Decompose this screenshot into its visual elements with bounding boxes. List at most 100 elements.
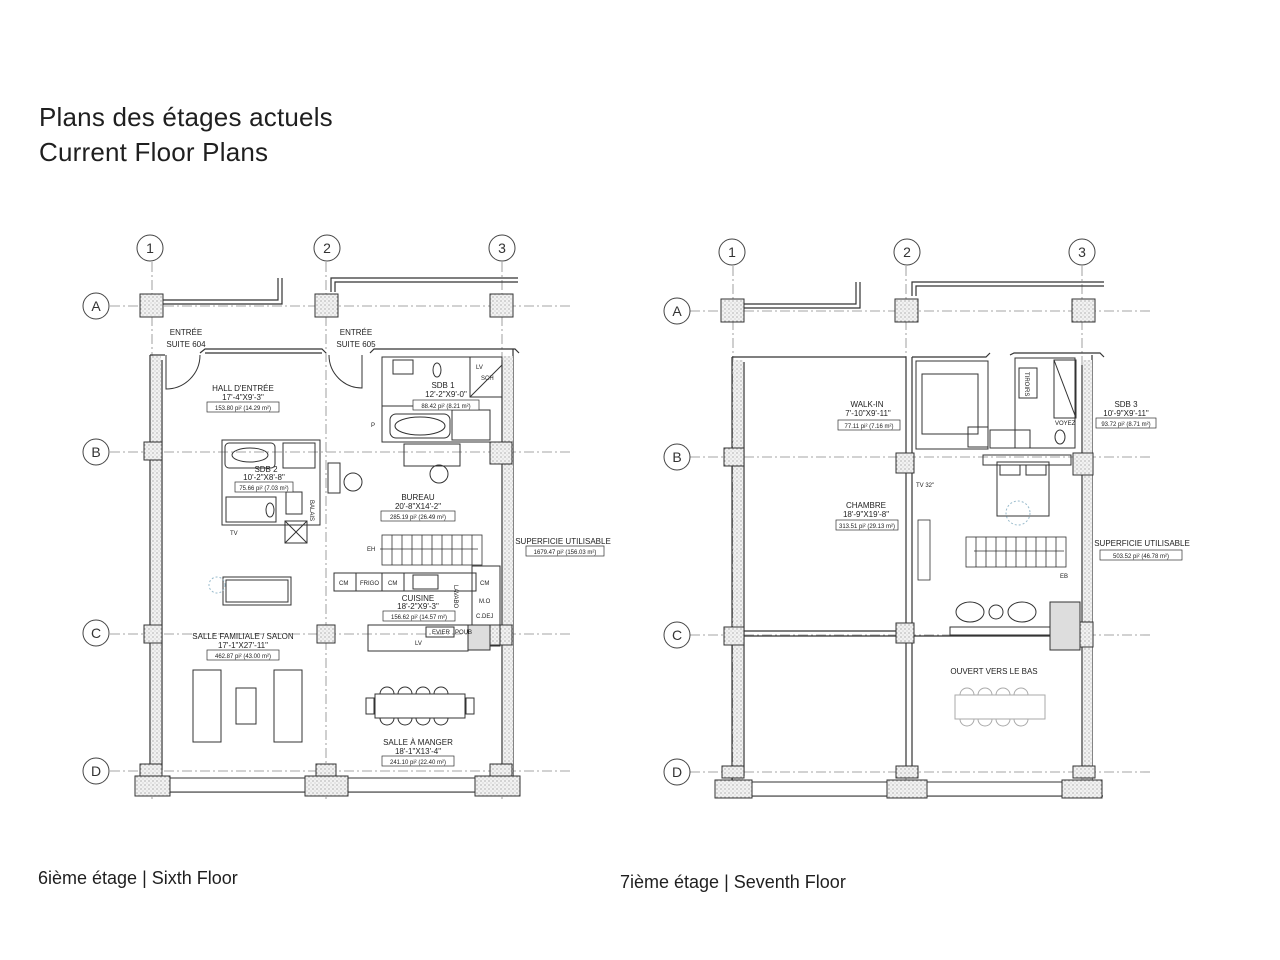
sixth-floor-plan: 1 2 3 A B C D [82,234,611,800]
chambre-name: CHAMBRE [846,501,886,510]
seventh-column-a2 [894,298,919,323]
sdb1-dims: 12'-2"X9'-0" [425,390,467,399]
sixth-superficie-area: 1679.47 pi² (156.03 m²) [534,550,597,556]
chambre-area: 313.51 pi² (29.13 m²) [839,524,895,530]
salle-manger-area: 241.10 pi² (22.40 m²) [390,760,446,766]
sixth-living-furniture [192,576,303,743]
title-french: Plans des étages actuels [39,102,333,132]
tag-poub: POUB [455,630,472,636]
sixth-windows [169,777,476,793]
sixth-column-a3 [489,293,514,318]
sixth-grid-row-b: B [91,444,100,460]
sixth-entry-doors [165,354,363,390]
seventh-west-wall-hatch [733,360,743,780]
sixth-sdb1-walls [381,356,503,443]
sdb1-name: SDB 1 [431,381,455,390]
seventh-column-a3 [1071,298,1096,323]
sixth-column-a2 [314,293,339,318]
sixth-bottom-bays [134,775,521,797]
sixth-kitchen [333,565,501,652]
tag-sch: SCH [481,376,494,382]
bureau-name: BUREAU [401,493,435,502]
tag-lv: LV [476,365,483,371]
seventh-windows [751,781,1063,797]
tag-cm-3: CM [480,581,489,587]
tag-tv: TV [230,531,238,537]
seventh-superficie-name: SUPERFICIE UTILISABLE [1094,539,1190,548]
seventh-floor-plan: 1 2 3 A B C D [663,238,1190,800]
sixth-sdb2-walls [221,439,321,544]
sixth-floor-caption: 6ième étage | Sixth Floor [38,868,238,888]
seventh-interior-columns [721,447,1096,779]
sixth-grid-col-2: 2 [323,240,331,256]
cuisine-dims: 18'-2"X9'-3" [397,602,439,611]
seventh-column-a1 [720,298,745,323]
sixth-superficie-name: SUPERFICIE UTILISABLE [515,537,611,546]
sixth-office-furniture [327,443,461,494]
hall-area: 153.80 pi² (14.29 m²) [215,406,271,412]
walkin-area: 77.11 pi² (7.16 m²) [845,424,894,430]
tag-lv-2: LV [415,641,422,647]
sixth-grid-bubbles [82,234,516,785]
ouvert-label: OUVERT VERS LE BAS [950,667,1037,676]
hall-dims: 17'-4"X9'-3" [222,393,264,402]
tag-voyez: VOYEZ [1055,421,1076,427]
sixth-interior-columns [139,441,513,777]
seventh-floor-caption: 7ième étage | Seventh Floor [620,872,846,892]
tag-eb: EB [1060,574,1068,580]
sixth-corridor-walls [163,277,518,305]
seventh-grid-row-c: C [672,627,682,643]
sixth-west-wall-hatch [151,356,161,776]
seventh-walkin-walls [915,357,1077,450]
tag-balais: BALAIS [308,500,314,521]
sdb2-area: 75.66 pi² (7.03 m²) [239,486,288,492]
seventh-superficie-area: 503.52 pi² (46.78 m²) [1113,554,1169,560]
sdb3-name: SDB 3 [1114,400,1138,409]
salle-manger-name: SALLE À MANGER [383,738,453,747]
seventh-grid-row-b: B [672,449,681,465]
bureau-area: 285.19 pi² (26.49 m²) [390,515,446,521]
sixth-east-wall-hatch [503,356,513,776]
seventh-grid-row-a: A [672,303,682,319]
entry-605-label: ENTRÉE [340,328,372,337]
tag-evier: EVIER [432,630,451,636]
seventh-railing [949,601,1081,651]
tag-mo: M.O [479,599,491,605]
tag-eh: EH [367,547,375,553]
seventh-stairs [965,536,1067,568]
sixth-exterior-walls [149,348,520,793]
salon-dims: 17'-1"X27'-11" [218,641,268,650]
sixth-grid-col-3: 3 [498,240,506,256]
sixth-grid-row-a: A [91,298,101,314]
sixth-grid-row-d: D [91,763,101,779]
cuisine-name: CUISINE [402,594,434,603]
seventh-grid-col-3: 3 [1078,244,1086,260]
seventh-tv-stand [917,519,931,581]
seventh-grid-col-2: 2 [903,244,911,260]
cuisine-area: 156.62 pi² (14.57 m²) [391,615,447,621]
entry-604-suite: SUITE 604 [166,340,206,349]
tag-frigo: FRIGO [360,581,379,587]
seventh-east-wall-hatch [1083,360,1092,780]
tag-lavabo: LAVABO [452,585,458,608]
seventh-grid-row-d: D [672,764,682,780]
seventh-area-boxes [835,417,1183,561]
seventh-open-below-furniture [954,687,1046,727]
sdb2-dims: 10'-2"X8'-8" [243,473,285,482]
walkin-dims: 7'-10"X9'-11" [845,409,891,418]
seventh-grid-col-1: 1 [728,244,736,260]
salle-manger-dims: 18'-1"X13'-4" [395,747,441,756]
sixth-grid-row-c: C [91,625,101,641]
seventh-bottom-bays [714,779,1103,799]
sdb3-dims: 10'-9"X9'-11" [1103,409,1149,418]
tag-cm-1: CM [339,581,348,587]
salon-name: SALLE FAMILIALE / SALON [192,632,294,641]
salon-area: 462.87 pi² (43.00 m²) [215,654,271,660]
entry-604-label: ENTRÉE [170,328,202,337]
sdb1-area: 88.42 pi² (8.21 m²) [421,404,470,410]
tag-cm-2: CM [388,581,397,587]
seventh-exterior-walls [715,352,1105,797]
sixth-dining-furniture [365,686,475,726]
tag-tv-32: TV 32" [916,483,934,489]
